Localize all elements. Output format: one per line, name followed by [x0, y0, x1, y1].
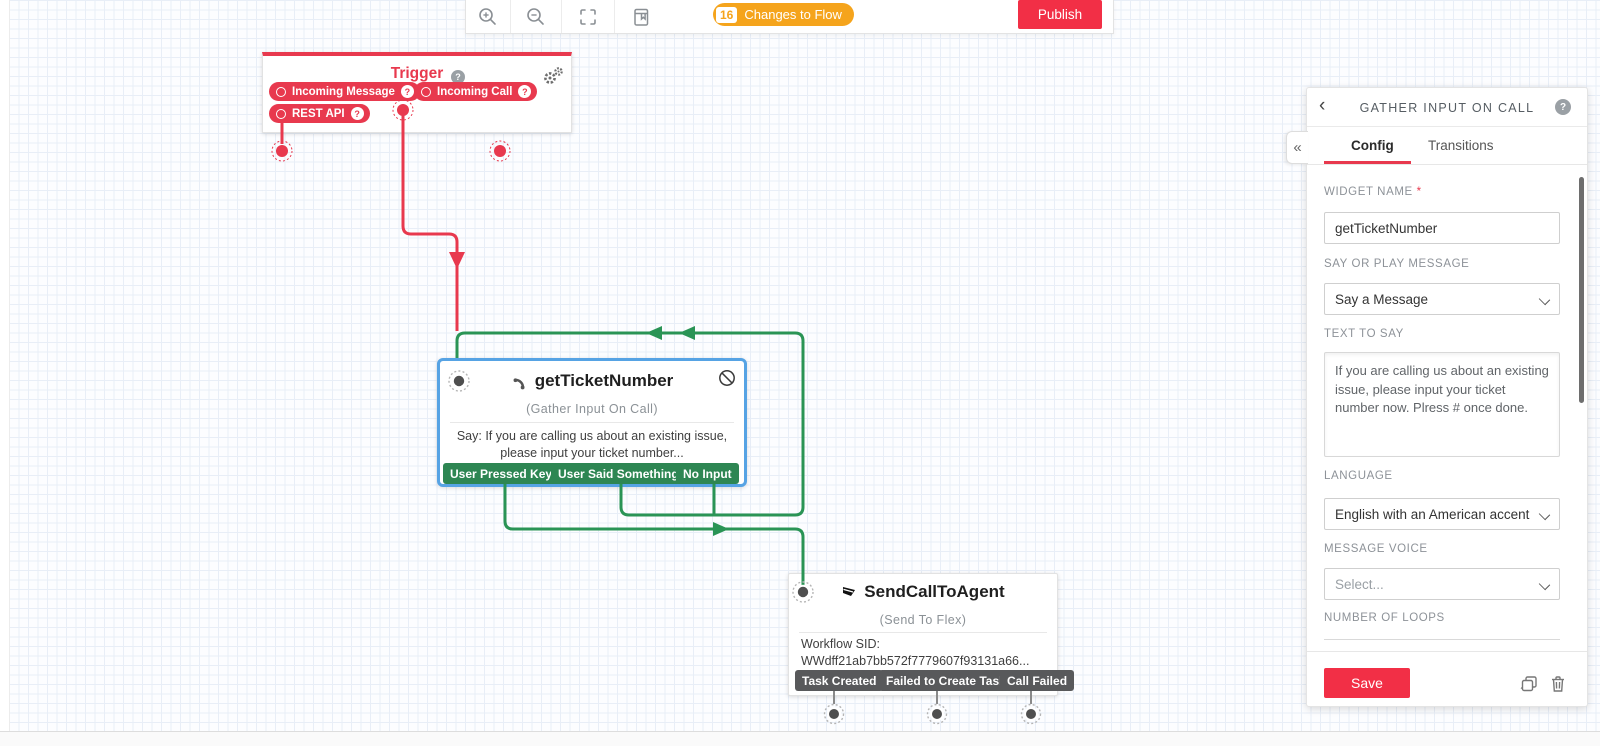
- changes-to-flow-badge[interactable]: 16 Changes to Flow: [713, 3, 854, 26]
- collapse-icon: «: [1293, 139, 1302, 156]
- zoom-out-button[interactable]: [510, 0, 562, 33]
- red-connector-dots[interactable]: [271, 99, 511, 162]
- fit-view-button[interactable]: [561, 0, 615, 33]
- canvas-left-edge: [0, 0, 10, 732]
- panel-help-icon[interactable]: ?: [1555, 99, 1571, 115]
- transition-failed-to-create-task[interactable]: Failed to Create Task: [879, 670, 1013, 691]
- flex-widget-type: (Send To Flex): [879, 613, 967, 627]
- transition-user-said-something[interactable]: User Said Something: [551, 463, 686, 484]
- help-icon[interactable]: ?: [400, 85, 414, 98]
- language-label: LANGUAGE: [1324, 470, 1393, 482]
- zoom-in-icon: [479, 7, 496, 25]
- flex-flag-icon: [843, 586, 856, 596]
- flex-widget-summary: Workflow SID: WWdff21ab7bb572f7779607f93…: [801, 637, 1030, 668]
- trigger-transition-rest-api[interactable]: REST API ?: [269, 104, 370, 123]
- gather-widget-summary: Say: If you are calling us about an exis…: [456, 429, 728, 460]
- chevron-down-icon: [1538, 508, 1551, 521]
- gather-widget-title: getTicketNumber: [440, 371, 744, 391]
- transition-task-created[interactable]: Task Created: [795, 670, 884, 691]
- phone-handset-icon: [513, 377, 525, 389]
- gray-connector-dots[interactable]: [448, 370, 1042, 725]
- required-asterisk: *: [1416, 186, 1422, 198]
- chevron-down-icon: [1538, 578, 1551, 591]
- notebook-icon: [633, 8, 648, 26]
- text-to-say-label: TEXT TO SAY: [1324, 328, 1404, 340]
- changes-count: 16: [716, 6, 738, 23]
- connector-ring-icon: [276, 86, 286, 97]
- changes-label: Changes to Flow: [744, 7, 842, 22]
- tab-transitions[interactable]: Transitions: [1428, 138, 1494, 153]
- panel-scrollbar[interactable]: [1579, 177, 1584, 403]
- transition-user-pressed-keys[interactable]: User Pressed Keys: [443, 463, 566, 484]
- say-or-play-select[interactable]: Say a Message: [1324, 283, 1560, 315]
- number-of-loops-label: NUMBER OF LOOPS: [1324, 612, 1445, 624]
- panel-header: ‹ GATHER INPUT ON CALL ?: [1307, 88, 1587, 127]
- delete-widget-icon[interactable]: [1548, 674, 1568, 694]
- divider: [450, 422, 734, 423]
- help-icon[interactable]: ?: [350, 107, 364, 120]
- collapse-panel-button[interactable]: «: [1286, 131, 1308, 164]
- zoom-out-icon: [526, 7, 544, 25]
- canvas-bottom-edge: [0, 731, 1600, 746]
- back-chevron-icon[interactable]: ‹: [1319, 95, 1326, 116]
- trigger-transition-incoming-call[interactable]: Incoming Call ?: [414, 82, 538, 101]
- number-of-loops-input[interactable]: [1324, 639, 1560, 640]
- say-or-play-label: SAY OR PLAY MESSAGE: [1324, 258, 1470, 270]
- divider: [799, 632, 1047, 633]
- trigger-help-icon[interactable]: ?: [451, 70, 465, 84]
- panel-tabs: Config Transitions: [1307, 126, 1587, 165]
- canvas-toolbar: 16 Changes to Flow Publish: [465, 0, 1114, 34]
- trigger-transition-incoming-message[interactable]: Incoming Message ?: [269, 82, 420, 101]
- connector-ring-icon: [421, 86, 431, 97]
- save-button[interactable]: Save: [1324, 668, 1410, 698]
- duplicate-widget-icon[interactable]: [1519, 674, 1539, 694]
- zoom-in-button[interactable]: [466, 0, 511, 33]
- active-tab-underline: [1324, 161, 1411, 164]
- panel-title: GATHER INPUT ON CALL: [1359, 101, 1535, 115]
- widget-name-label: WIDGET NAME *: [1324, 186, 1422, 198]
- widget-config-panel: ‹ GATHER INPUT ON CALL ? « Config Transi…: [1286, 87, 1588, 707]
- help-icon[interactable]: ?: [518, 85, 532, 98]
- fit-view-icon: [579, 8, 596, 25]
- gears-icon: [541, 66, 565, 91]
- changelog-button[interactable]: [614, 0, 667, 33]
- flex-widget-title: SendCallToAgent: [789, 582, 1057, 602]
- language-select[interactable]: English with an American accent: [1324, 498, 1560, 530]
- chevron-down-icon: [1538, 293, 1551, 306]
- message-voice-select[interactable]: Select...: [1324, 568, 1560, 600]
- tab-config[interactable]: Config: [1351, 138, 1394, 153]
- widget-name-input[interactable]: [1324, 212, 1560, 244]
- gather-widget-type: (Gather Input On Call): [526, 402, 658, 416]
- connector-ring-icon: [276, 108, 286, 119]
- publish-button[interactable]: Publish: [1018, 0, 1102, 29]
- trigger-widget[interactable]: Trigger ? Incoming Message ? Incoming Ca…: [262, 52, 572, 133]
- trigger-title: Trigger: [390, 65, 444, 82]
- transition-call-failed[interactable]: Call Failed: [1000, 670, 1075, 691]
- disconnect-icon[interactable]: [718, 369, 736, 392]
- message-voice-label: MESSAGE VOICE: [1324, 543, 1428, 555]
- text-to-say-textarea[interactable]: If you are calling us about an existing …: [1324, 352, 1560, 457]
- transition-no-input[interactable]: No Input: [676, 463, 739, 484]
- footer-divider: [1307, 651, 1587, 652]
